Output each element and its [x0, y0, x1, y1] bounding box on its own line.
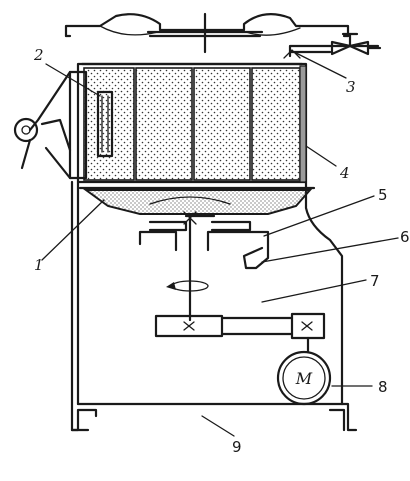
inlet-valve	[283, 32, 382, 59]
rotation-arrow	[166, 280, 209, 292]
drain-funnel	[138, 230, 270, 270]
side-door	[13, 70, 114, 180]
motor-symbol: M	[295, 369, 313, 388]
motor: M	[276, 350, 332, 406]
top-lid	[64, 12, 350, 54]
label-5: 5	[378, 186, 388, 204]
leader-lines	[41, 51, 399, 437]
label-8: 8	[378, 378, 388, 396]
label-7: 7	[370, 272, 380, 290]
label-2: 2	[33, 46, 44, 64]
label-6: 6	[400, 228, 410, 246]
spinner	[148, 211, 252, 322]
label-9: 9	[232, 438, 242, 456]
belt-drive	[154, 312, 326, 354]
label-3: 3	[346, 78, 356, 96]
main-body	[70, 180, 358, 432]
part-labels: 1 2 3 4 5 6 7 8 9	[33, 46, 410, 456]
tray	[78, 186, 316, 215]
label-4: 4	[339, 164, 350, 182]
upper-chamber	[76, 62, 308, 184]
label-1: 1	[34, 256, 44, 274]
